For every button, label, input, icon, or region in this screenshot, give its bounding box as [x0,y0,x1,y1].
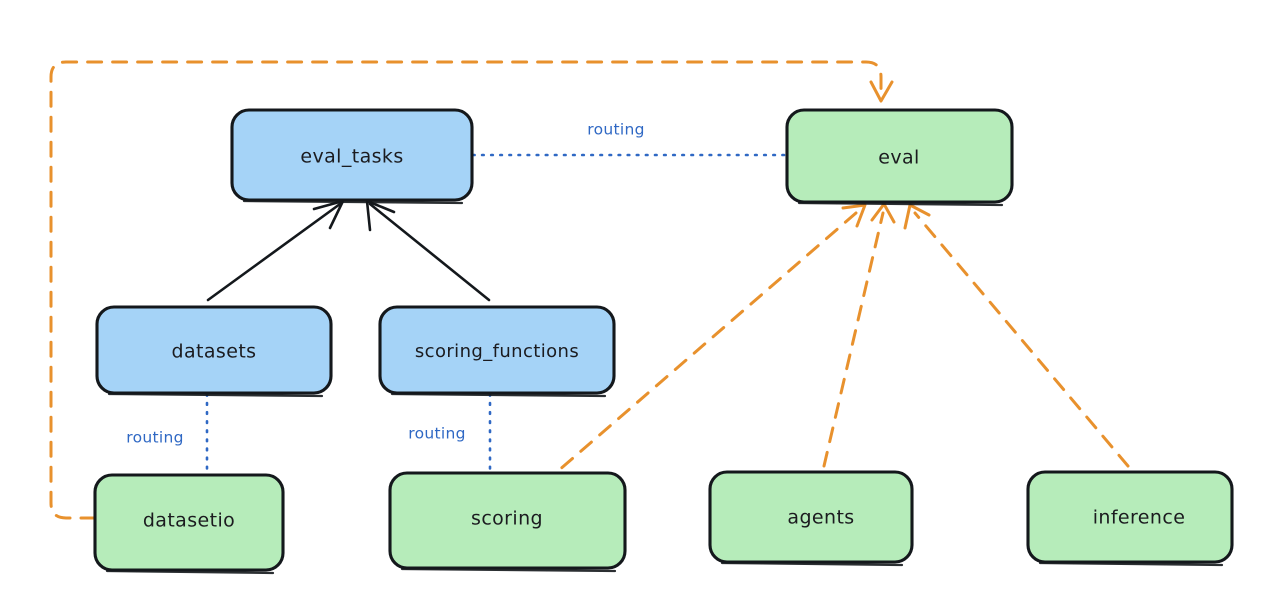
node-eval-tasks[interactable]: eval_tasks [230,108,474,205]
edge-label-routing-datasetio: routing [126,429,184,447]
node-scoring-label: scoring [471,508,543,530]
edge-scoring_functions-eval_tasks [365,199,491,302]
node-inference-label: inference [1093,507,1186,529]
node-inference[interactable]: inference [1026,470,1234,567]
node-agents-label: agents [787,507,854,529]
node-scoring[interactable]: scoring [388,471,627,573]
node-eval-label: eval [878,147,919,169]
node-datasets-shape [95,305,333,395]
edge-agents-eval [822,202,896,468]
edge-inference-eval [903,203,1130,468]
node-eval-shape [785,108,1014,204]
edge-label-routing-eval: routing [587,121,645,139]
edge-scoring-eval [541,203,867,486]
node-scoring-functions-shape [378,305,616,395]
node-scoring-functions[interactable]: scoring_functions [378,305,616,398]
node-datasetio-label: datasetio [143,510,235,532]
edge-datasets-eval_tasks [206,199,345,302]
node-scoring-shape [388,471,627,570]
node-inference-shape [1026,470,1234,564]
node-scoring-functions-label: scoring_functions [415,341,579,362]
node-eval[interactable]: eval [785,108,1014,207]
node-datasets[interactable]: datasets [95,305,333,398]
edge-datasetio-eval [49,60,894,520]
node-eval-tasks-label: eval_tasks [300,146,403,168]
node-agents[interactable]: agents [708,470,914,567]
edge-label-routing-scoring: routing [408,425,466,443]
node-datasetio[interactable]: datasetio [93,473,285,575]
node-datasetio-shape [93,473,285,572]
node-eval-tasks-shape [230,108,474,202]
node-datasets-label: datasets [172,341,257,363]
node-agents-shape [708,470,914,564]
